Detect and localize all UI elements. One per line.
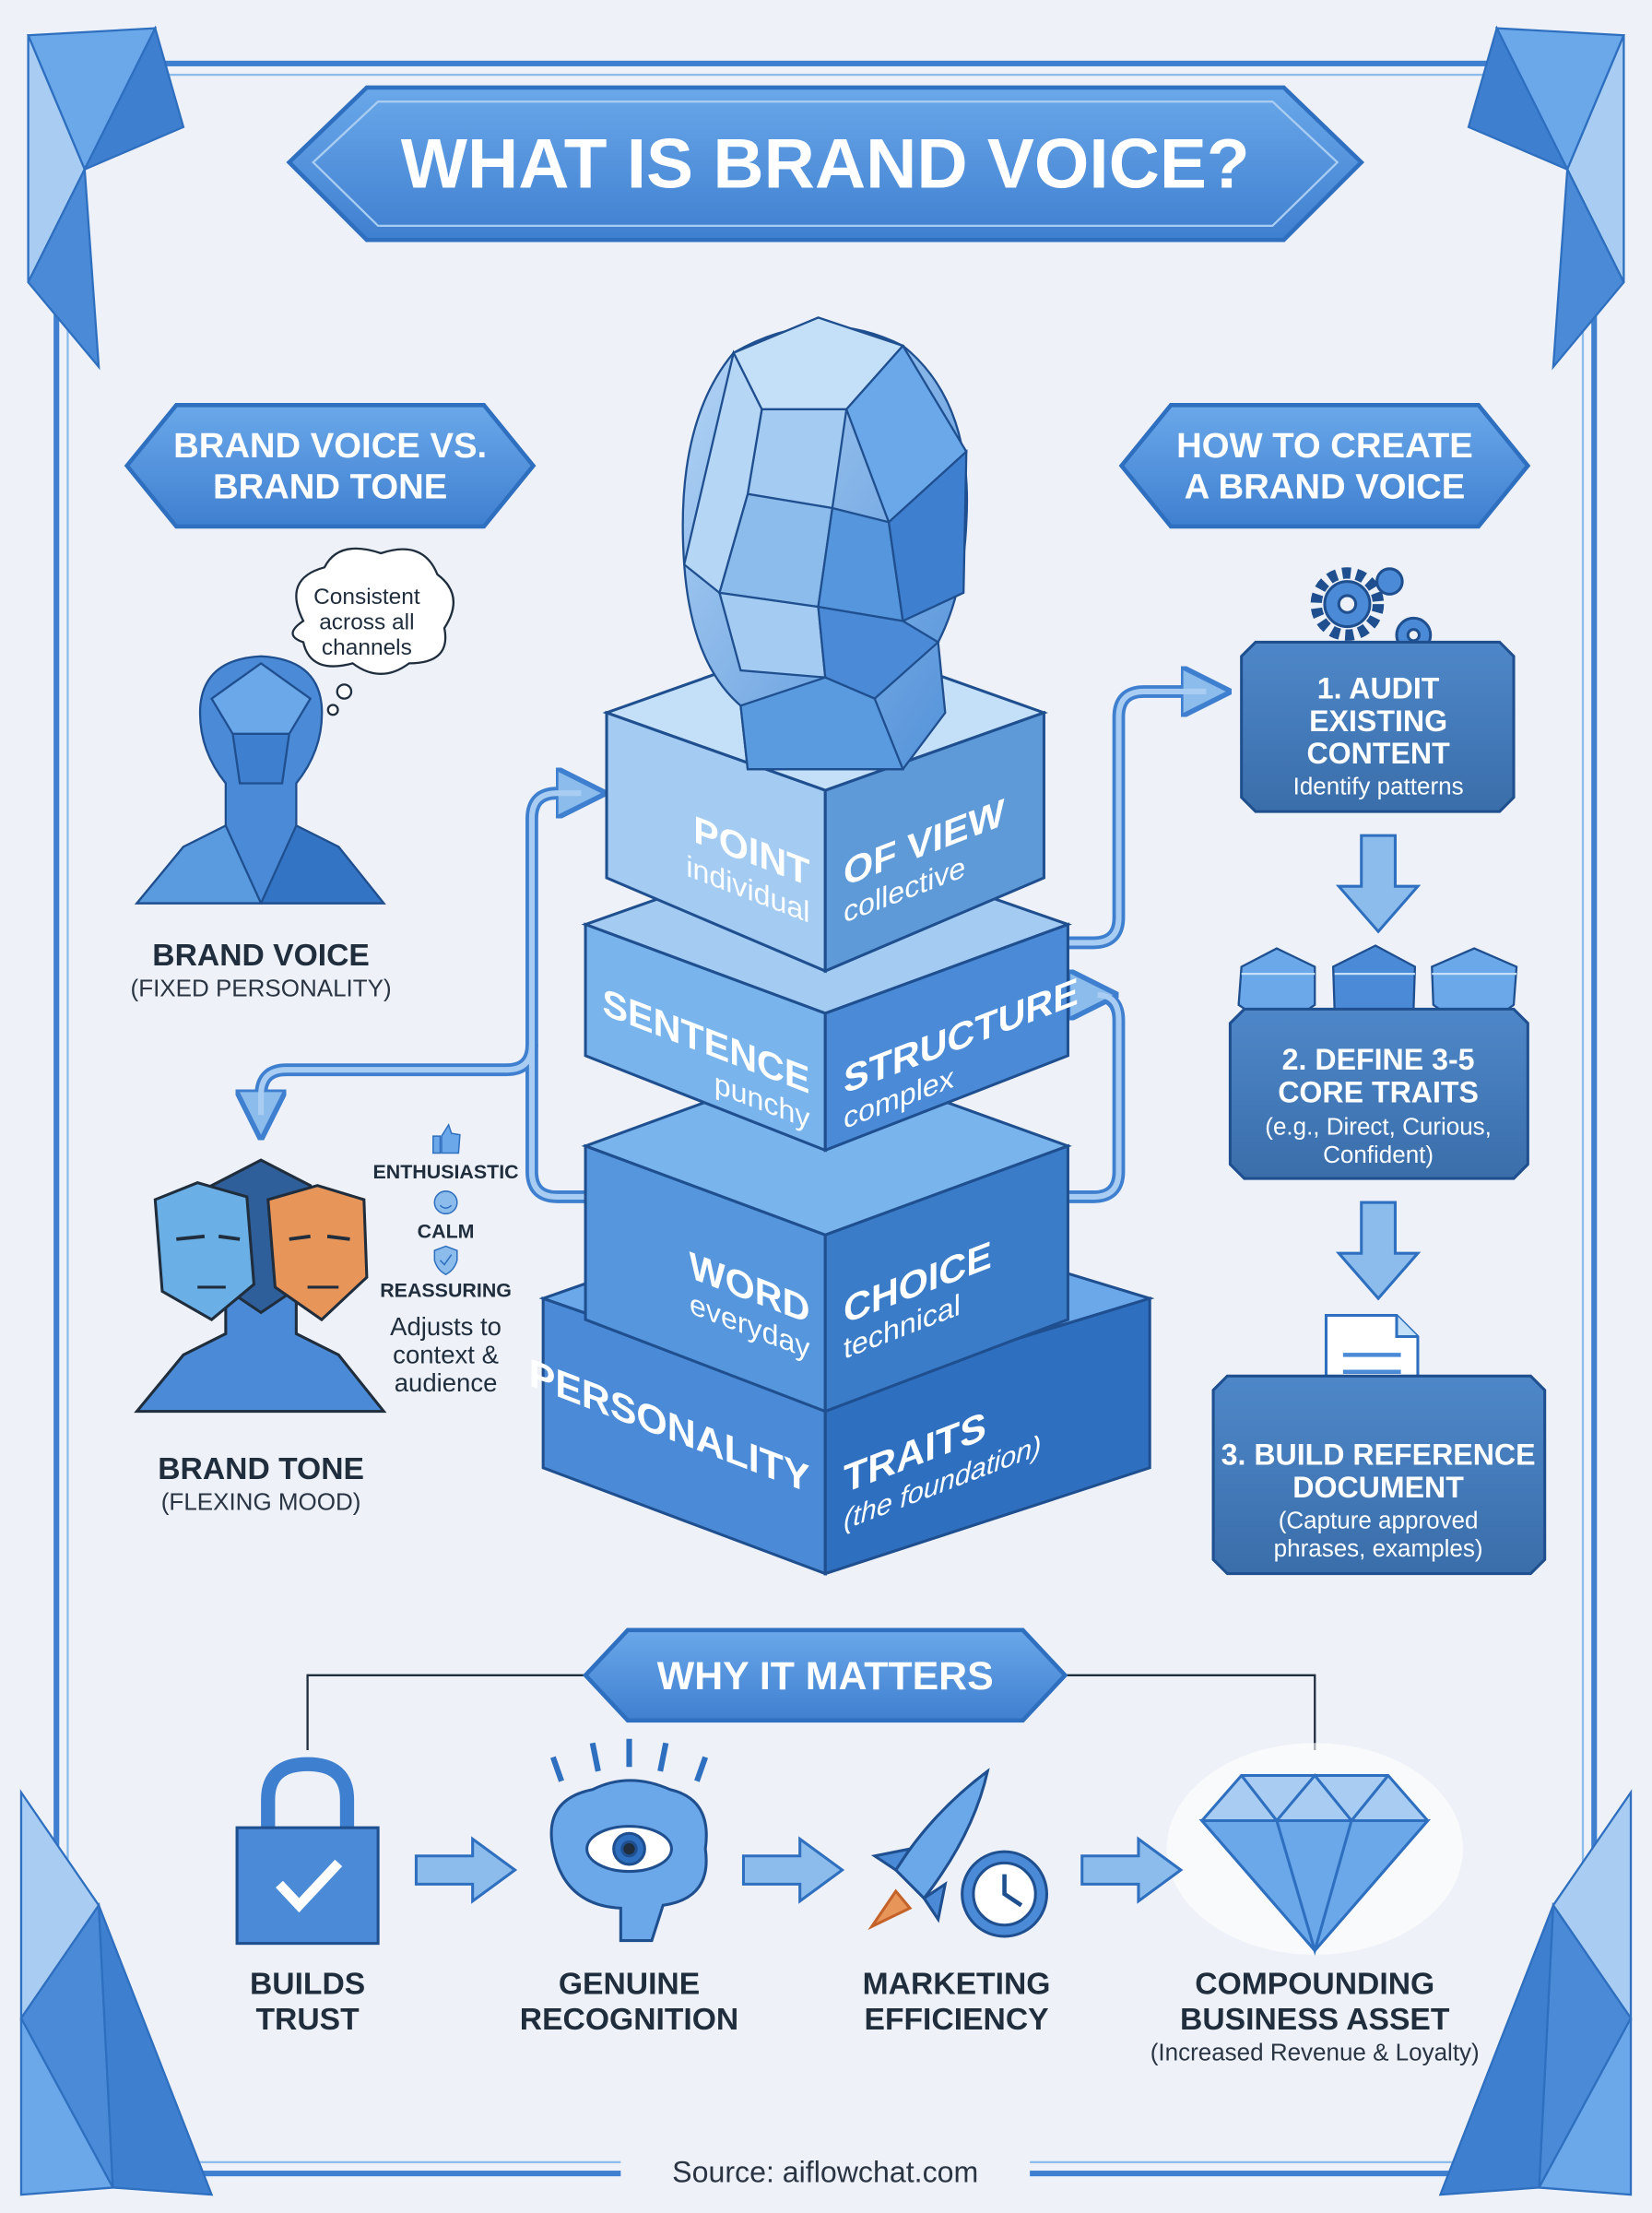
step-3-title-line2: DOCUMENT bbox=[1292, 1471, 1464, 1504]
brain-eye-icon bbox=[549, 1738, 709, 1943]
tone-calm: CALM bbox=[418, 1220, 475, 1242]
voice-vs-tone-heading-line2: BRAND TONE bbox=[213, 467, 447, 506]
why-0-line1: BUILDS bbox=[250, 1968, 365, 2002]
how-to-heading: HOW TO CREATE A BRAND VOICE bbox=[1118, 402, 1531, 529]
brand-tone-faces-icon bbox=[134, 1158, 387, 1414]
step-1-card: 1. AUDIT EXISTING CONTENT Identify patte… bbox=[1240, 640, 1516, 813]
step-1-desc: Identify patterns bbox=[1293, 773, 1464, 800]
step-1-title-line1: 1. AUDIT bbox=[1317, 672, 1440, 705]
shield-check-icon bbox=[433, 1245, 458, 1275]
why-labels: BUILDS TRUST GENUINE RECOGNITION MARKETI… bbox=[250, 1968, 1480, 2066]
step-1-title-line2: EXISTING bbox=[1309, 704, 1447, 738]
down-arrow-icon bbox=[1335, 834, 1422, 934]
tone-enthusiastic: ENTHUSIASTIC bbox=[372, 1161, 518, 1183]
why-3-line2: BUSINESS ASSET bbox=[1180, 2003, 1450, 2037]
why-heading-text: WHY IT MATTERS bbox=[657, 1654, 994, 1698]
why-heading: WHY IT MATTERS bbox=[582, 1627, 1068, 1723]
voice-vs-tone-heading: BRAND VOICE VS. BRAND TONE bbox=[124, 402, 537, 529]
brand-tone-label: BRAND TONE bbox=[158, 1452, 364, 1486]
how-to-heading-line1: HOW TO CREATE bbox=[1176, 426, 1473, 466]
thought-bubble: Consistent across all channels bbox=[291, 547, 455, 716]
title-banner: WHAT IS BRAND VOICE? bbox=[286, 85, 1365, 243]
brand-voice-label: BRAND VOICE bbox=[152, 939, 370, 973]
diamond-icon bbox=[1166, 1743, 1463, 1956]
step-3-desc-line1: (Capture approved bbox=[1279, 1507, 1479, 1534]
rocket-clock-icon bbox=[867, 1768, 1049, 1938]
gears-icon bbox=[1310, 567, 1433, 654]
step-2-title-line1: 2. DEFINE 3-5 bbox=[1282, 1043, 1475, 1076]
step-3-title-line1: 3. BUILD REFERENCE bbox=[1221, 1438, 1536, 1472]
voice-vs-tone-heading-line1: BRAND VOICE VS. bbox=[173, 426, 487, 466]
step-2-desc-line1: (e.g., Direct, Curious, bbox=[1265, 1113, 1492, 1141]
adjusts-line3: audience bbox=[395, 1368, 498, 1397]
thought-line2: across all bbox=[319, 610, 414, 635]
step-2-desc-line2: Confident) bbox=[1323, 1141, 1434, 1168]
thought-line1: Consistent bbox=[313, 585, 420, 609]
step-2-title-line2: CORE TRAITS bbox=[1278, 1075, 1479, 1108]
why-0-line2: TRUST bbox=[256, 2003, 360, 2037]
why-1-line2: RECOGNITION bbox=[520, 2003, 738, 2037]
adjusts-line2: context & bbox=[393, 1341, 499, 1369]
brand-tone-sub: (FLEXING MOOD) bbox=[161, 1488, 361, 1516]
how-to-heading-line2: A BRAND VOICE bbox=[1185, 467, 1466, 506]
why-2-line1: MARKETING bbox=[863, 1968, 1051, 2002]
why-2-line2: EFFICIENCY bbox=[865, 2003, 1049, 2037]
step-3-card: 3. BUILD REFERENCE DOCUMENT (Capture app… bbox=[1211, 1374, 1547, 1576]
why-arrows bbox=[414, 1836, 1184, 1904]
down-arrow-icon bbox=[1335, 1201, 1422, 1301]
why-3-line1: COMPOUNDING bbox=[1195, 1968, 1434, 2002]
low-poly-head-icon bbox=[681, 316, 969, 771]
tone-list: ENTHUSIASTIC CALM REASSURING Adjusts to … bbox=[372, 1123, 519, 1397]
step-2-card: 2. DEFINE 3-5 CORE TRAITS (e.g., Direct,… bbox=[1228, 1007, 1529, 1180]
step-3-desc-line2: phrases, examples) bbox=[1274, 1534, 1483, 1562]
brand-voice-head-icon bbox=[135, 655, 386, 905]
thought-line3: channels bbox=[322, 635, 412, 660]
why-3-sub: (Increased Revenue & Loyalty) bbox=[1150, 2039, 1480, 2066]
tone-reassuring: REASSURING bbox=[380, 1280, 512, 1302]
page-title: WHAT IS BRAND VOICE? bbox=[401, 125, 1250, 204]
smiley-icon bbox=[433, 1190, 458, 1215]
lock-check-icon bbox=[235, 1757, 380, 1946]
why-1-line1: GENUINE bbox=[559, 1968, 700, 2002]
step-1-title-line3: CONTENT bbox=[1306, 737, 1450, 770]
brand-voice-sub: (FIXED PERSONALITY) bbox=[131, 975, 392, 1002]
source-credit: Source: aiflowchat.com bbox=[672, 2155, 978, 2188]
thumbs-up-icon bbox=[432, 1123, 461, 1154]
adjusts-line1: Adjusts to bbox=[390, 1312, 502, 1341]
corner-crystals bbox=[19, 25, 1633, 2196]
